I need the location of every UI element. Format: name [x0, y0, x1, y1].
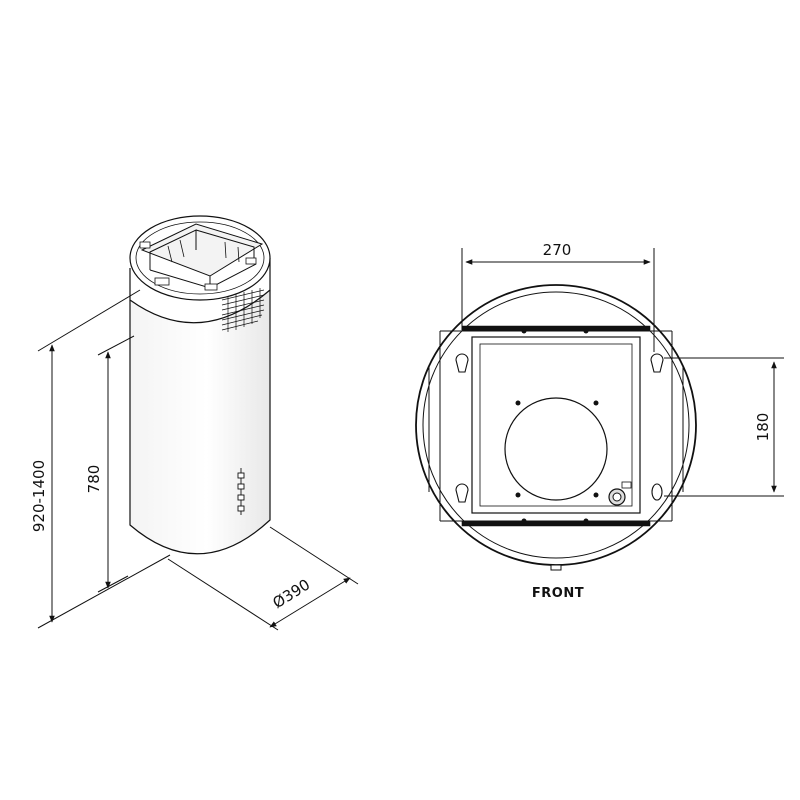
top-rail	[461, 325, 651, 332]
dim-diameter	[167, 526, 359, 631]
side-view	[129, 215, 271, 555]
duct-frame	[140, 223, 264, 277]
dim-body-height-label: 780	[85, 465, 103, 494]
dim-hole-width-label: 270	[543, 241, 572, 259]
dim-hole-width	[461, 248, 655, 352]
bottom-rail	[461, 520, 651, 527]
dim-total-height	[37, 289, 171, 629]
dim-diameter-label: Ø390	[269, 575, 313, 612]
control-panel	[237, 468, 245, 515]
top-view	[415, 284, 697, 571]
keyhole-slots	[455, 353, 664, 503]
duct-hole	[504, 397, 608, 501]
front-label: FRONT	[532, 586, 584, 601]
dim-body-height	[97, 335, 135, 593]
hood-inner-circle	[422, 291, 690, 559]
front-notch	[550, 564, 562, 571]
dim-total-height-label: 920-1400	[30, 460, 48, 532]
hood-body	[129, 290, 271, 555]
screw-holes	[515, 328, 599, 524]
vent-grille	[221, 288, 265, 332]
dim-hole-height	[664, 357, 784, 497]
cable-grommet	[608, 481, 632, 506]
dim-hole-height-label: 180	[754, 413, 772, 442]
